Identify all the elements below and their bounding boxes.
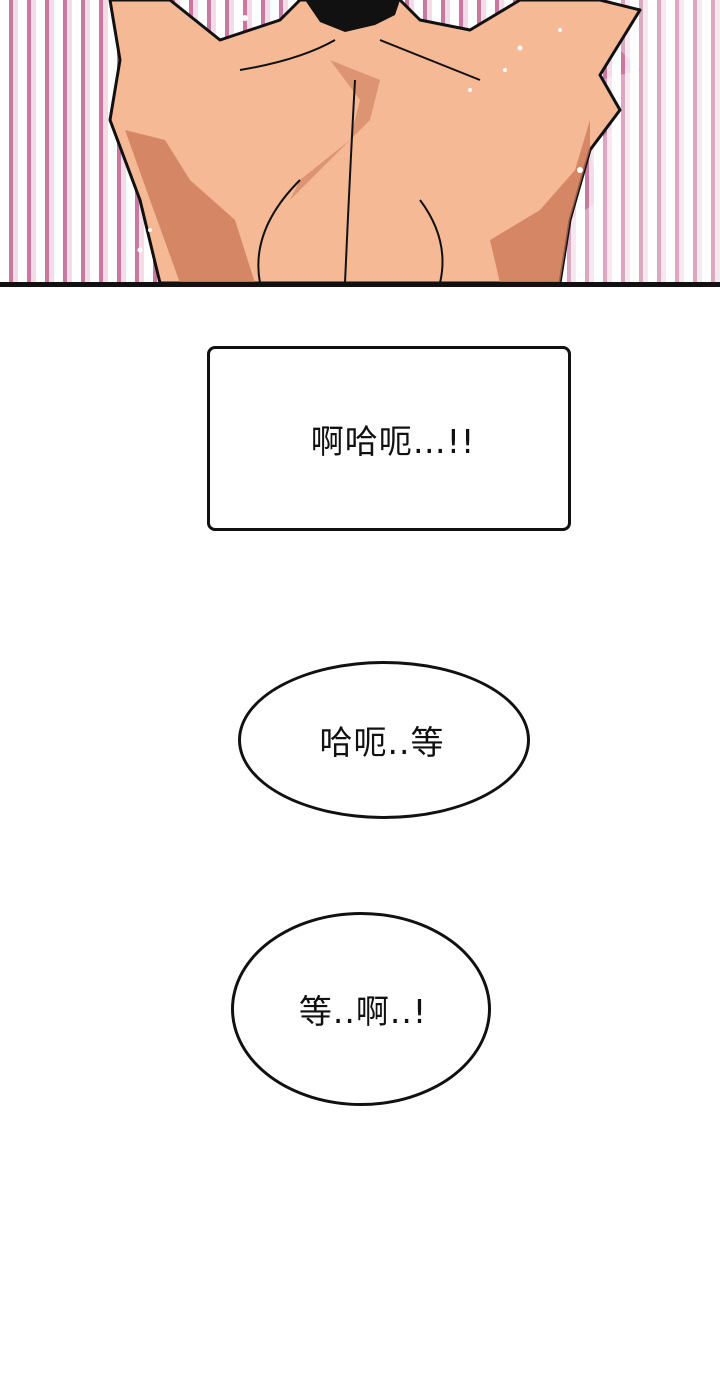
back-shape bbox=[108, 0, 642, 283]
hair bbox=[305, 0, 400, 32]
speech-bubble-2: 等..啊..! bbox=[231, 912, 491, 1106]
speech-box: 啊哈呃…!! bbox=[207, 346, 571, 531]
sweat-drops bbox=[137, 15, 583, 253]
shoulder-line-right bbox=[379, 39, 481, 81]
back-shadow-right bbox=[490, 120, 590, 283]
speech-bubble-1: 哈呃..等 bbox=[238, 661, 530, 819]
shoulder-line-left bbox=[239, 39, 336, 71]
panel-border bbox=[0, 282, 720, 287]
speech-bubble-1-text: 哈呃..等 bbox=[319, 723, 445, 762]
speech-bubble-2-text: 等..啊..! bbox=[298, 992, 428, 1031]
spine-shadow bbox=[290, 60, 380, 200]
speech-box-text: 啊哈呃…!! bbox=[310, 421, 476, 461]
back-shadow-left bbox=[125, 130, 255, 283]
back-muscles-illustration bbox=[108, 0, 720, 283]
lat-line-left bbox=[257, 179, 301, 283]
lat-line-right bbox=[419, 199, 444, 283]
splash-effect-right bbox=[520, 0, 720, 283]
comic-panel-top bbox=[0, 0, 720, 283]
spine-line bbox=[344, 79, 356, 283]
